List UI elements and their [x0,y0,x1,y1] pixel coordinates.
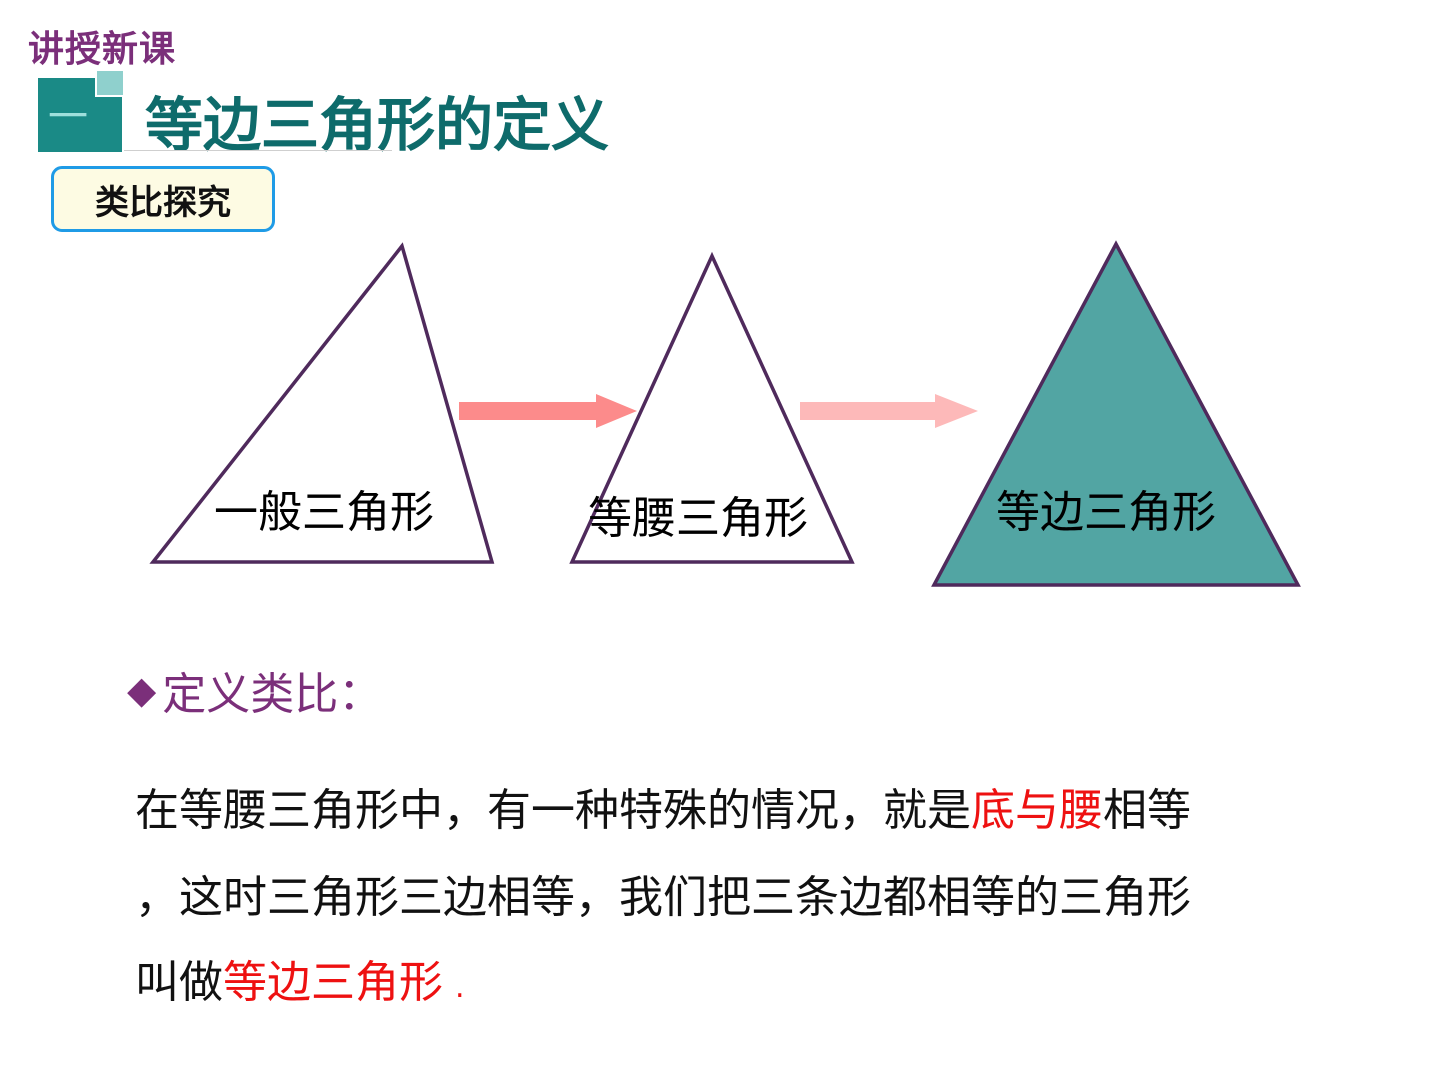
line1-highlight: 底与腰 [971,785,1103,836]
section-badge: 类比探究 [51,166,275,232]
triangle-diagram: 一般三角形 等腰三角形 等边三角形 [149,240,1301,587]
isosceles-triangle [569,251,855,564]
number-block-corner [95,70,124,97]
section-number-block: 一 [38,70,124,152]
equilateral-triangle-label: 等边三角形 [996,487,1216,538]
equilateral-triangle [931,240,1301,587]
definition-heading: ◆ 定义类比： [127,658,382,722]
definition-line-2: ，这时三角形三边相等，我们把三条边都相等的三角形 [135,872,1191,923]
section-number: 一 [48,94,88,140]
page-title: 等边三角形的定义 [145,91,610,159]
line3-period: . [455,970,465,1005]
section-label: 讲授新课 [28,29,177,70]
definition-heading-text: 定义类比： [162,669,383,720]
general-triangle [149,242,495,564]
line3-text: 叫做 [135,957,223,1008]
definition-line-3: 叫做等边三角形. [135,946,465,1010]
arrow-1 [459,394,637,428]
diamond-bullet-icon: ◆ [127,668,157,712]
line3-highlight: 等边三角形 [223,957,443,1008]
title-divider [124,150,392,151]
general-triangle-label: 一般三角形 [214,487,434,538]
definition-line-1: 在等腰三角形中，有一种特殊的情况，就是底与腰相等 [135,774,1191,838]
line1-text: 在等腰三角形中，有一种特殊的情况，就是 [135,785,971,836]
badge-label: 类比探究 [95,182,231,223]
line1-text-end: 相等 [1103,785,1191,836]
arrow-2 [800,394,978,428]
isosceles-triangle-label: 等腰三角形 [588,493,808,544]
